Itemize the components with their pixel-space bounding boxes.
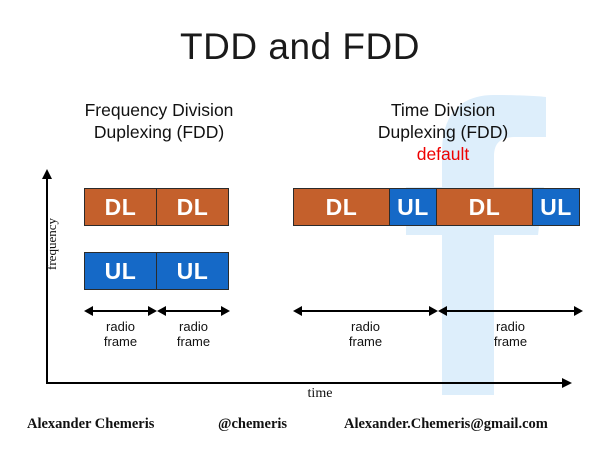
tdd-heading-line-1: Time Division — [390, 100, 496, 120]
downlink-block: DL — [436, 188, 533, 226]
radio-frame-label-line-2: frame — [176, 334, 211, 349]
tdd-column-heading: Time Division Duplexing (FDD) default — [312, 99, 574, 165]
double-arrow-icon — [157, 305, 230, 317]
downlink-block: DL — [293, 188, 390, 226]
downlink-block: DL — [84, 188, 157, 226]
footer: Alexander Chemeris @chemeris Alexander.C… — [0, 416, 600, 438]
radio-frame-label-line-1: radio — [351, 319, 380, 334]
page-title: TDD and FDD — [180, 26, 420, 67]
fdd-column-heading: Frequency Division Duplexing (FDD) — [28, 99, 290, 143]
downlink-block: DL — [156, 188, 229, 226]
radio-frame-label-line-2: frame — [348, 334, 383, 349]
fdd-heading-line-2: Duplexing (FDD) — [93, 122, 225, 142]
frequency-axis-label: frequency — [44, 218, 59, 270]
radio-frame-label-line-2: frame — [103, 334, 138, 349]
uplink-block: UL — [156, 252, 229, 290]
uplink-block: UL — [389, 188, 437, 226]
double-arrow-icon — [438, 305, 583, 317]
tdd-heading-line-2: Duplexing (FDD) — [377, 122, 509, 142]
time-axis-label: time — [307, 386, 333, 401]
footer-social-handle[interactable]: @chemeris — [218, 416, 288, 432]
time-axis — [46, 378, 572, 388]
tdd-default-note: default — [416, 144, 470, 164]
double-arrow-icon — [293, 305, 438, 317]
radio-frame-label-line-2: frame — [493, 334, 528, 349]
fdd-heading-line-1: Frequency Division — [84, 100, 234, 120]
radio-frame-label-line-1: radio — [496, 319, 525, 334]
radio-frame-label-line-1: radio — [106, 319, 135, 334]
double-arrow-icon — [84, 305, 157, 317]
footer-author-name: Alexander Chemeris — [27, 416, 155, 432]
uplink-block: UL — [84, 252, 157, 290]
footer-email-address[interactable]: Alexander.Chemeris@gmail.com — [344, 416, 548, 432]
frequency-axis — [42, 169, 52, 384]
radio-frame-label-line-1: radio — [179, 319, 208, 334]
uplink-block: UL — [532, 188, 580, 226]
